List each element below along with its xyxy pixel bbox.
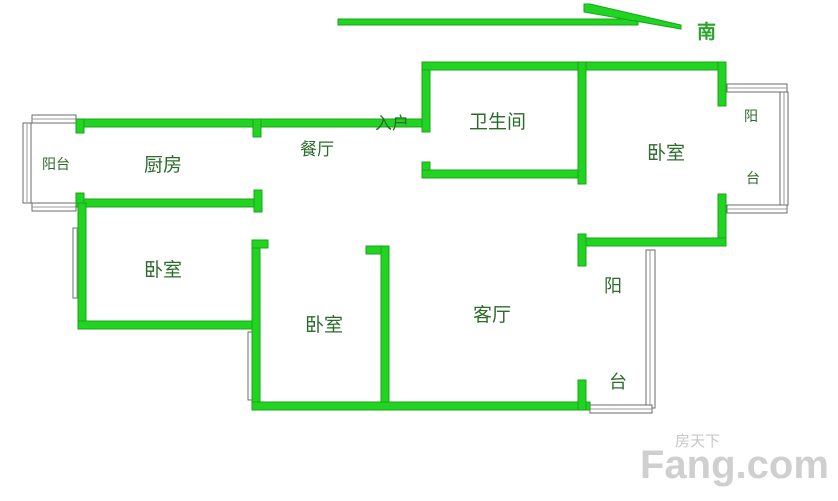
room-label-balcony-east-1: 阳 bbox=[744, 109, 758, 125]
compass-direction-label: 南 bbox=[697, 21, 716, 43]
room-label-balcony-west: 阳台 bbox=[42, 157, 70, 173]
watermark-brand-en: Fang.com bbox=[640, 443, 829, 487]
room-label-kitchen: 厨房 bbox=[144, 154, 182, 176]
room-label-balcony-south-1: 阳 bbox=[604, 276, 622, 297]
compass-arrow-icon bbox=[337, 3, 682, 30]
room-label-balcony-east-2: 台 bbox=[746, 171, 760, 187]
brand-watermark: 房天下 Fang.com bbox=[640, 432, 829, 487]
room-label-bedroom-middle: 卧室 bbox=[305, 314, 343, 336]
watermark-brand-cn: 房天下 bbox=[675, 432, 720, 450]
room-label-balcony-south-2: 台 bbox=[609, 372, 627, 393]
room-label-living: 客厅 bbox=[473, 304, 511, 326]
room-label-bedroom-west: 卧室 bbox=[144, 259, 182, 281]
room-label-dining: 餐厅 bbox=[300, 140, 334, 160]
room-label-entrance: 入户 bbox=[375, 114, 409, 134]
room-label-bathroom: 卫生间 bbox=[469, 111, 526, 133]
walls bbox=[75, 61, 727, 411]
room-label-bedroom-east: 卧室 bbox=[647, 142, 685, 164]
